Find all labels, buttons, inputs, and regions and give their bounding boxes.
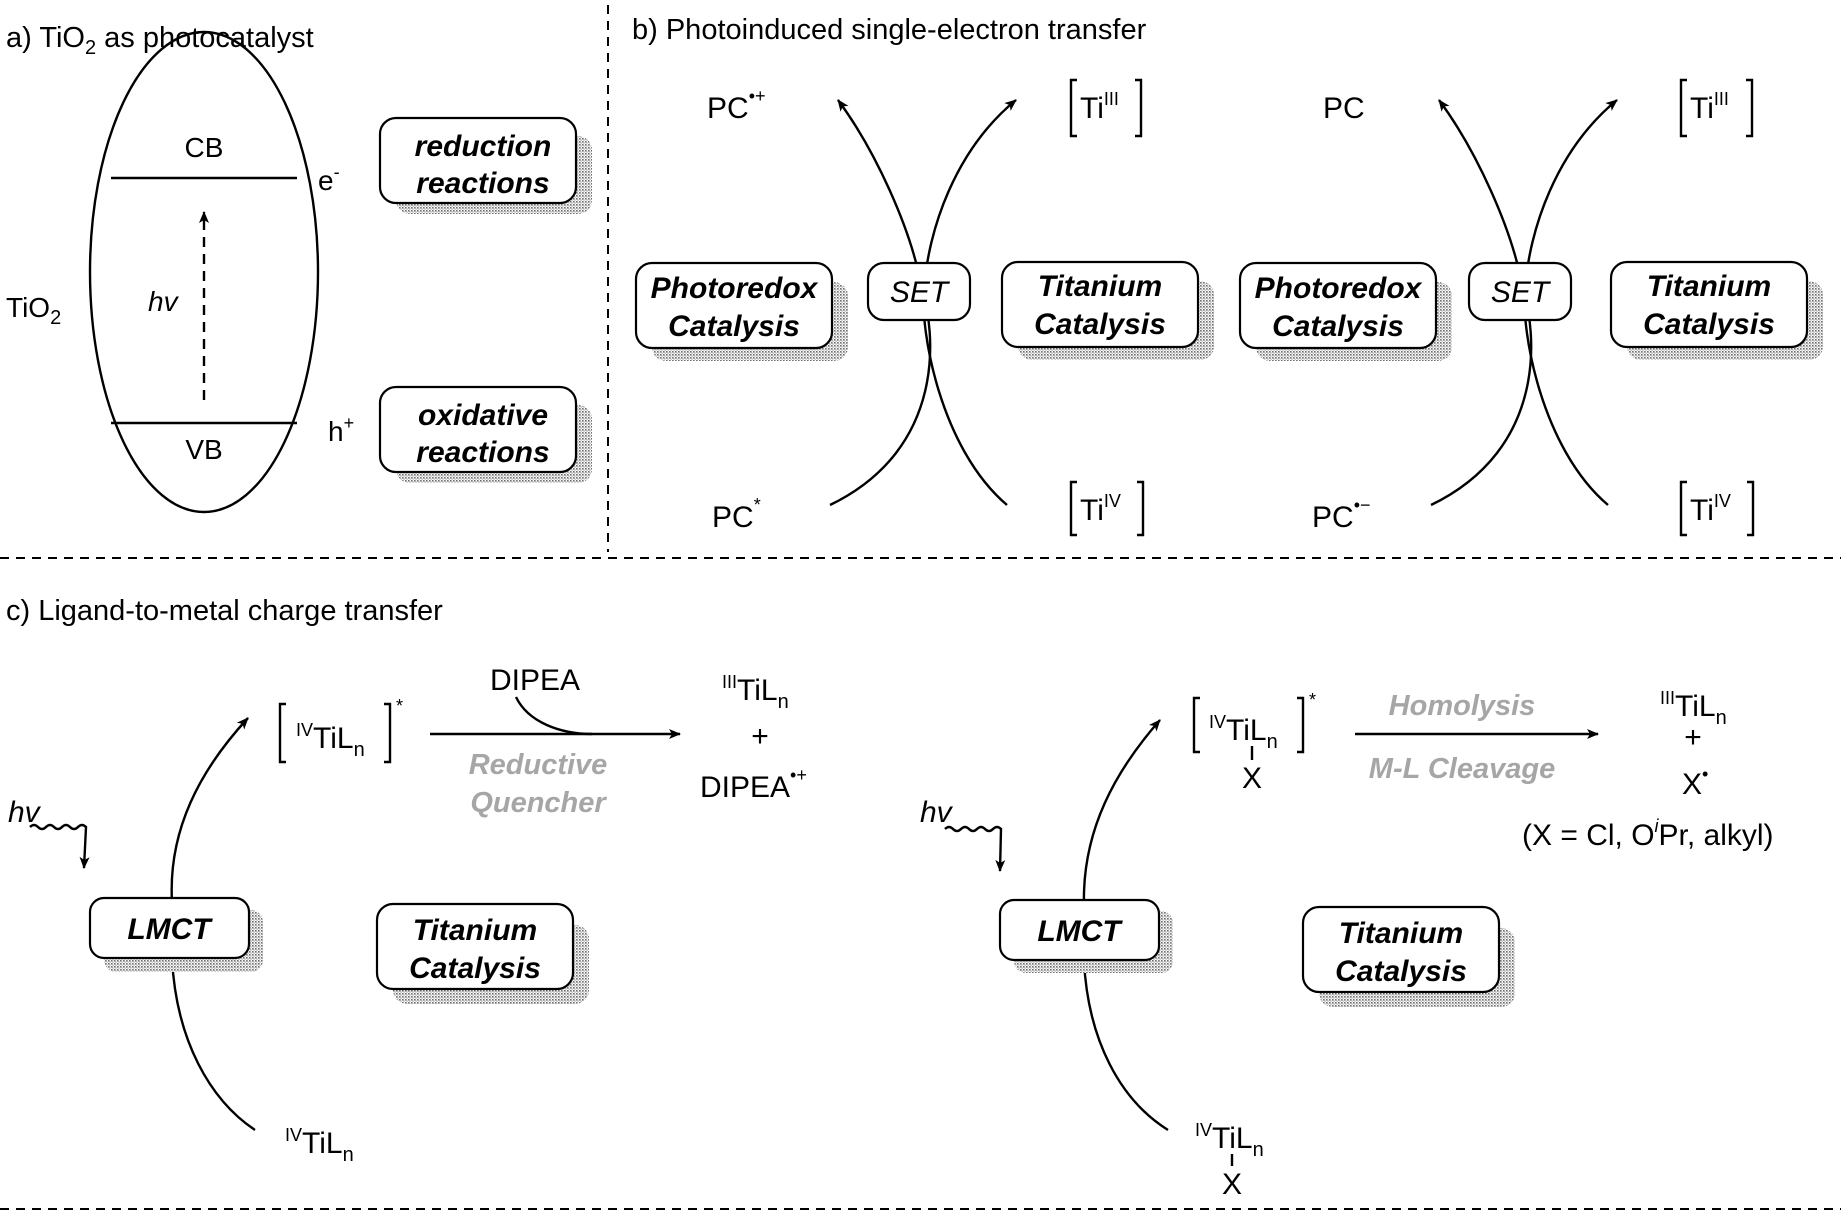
photoredox-catalysis-box: Photoredox Catalysis — [1238, 261, 1452, 361]
ground-state-arc — [1082, 960, 1169, 1132]
lmct-box: LMCT — [88, 896, 263, 972]
svg-text:LMCT: LMCT — [1037, 915, 1123, 948]
ground-state-arc — [170, 957, 256, 1131]
pc-radical-anion-label: PC•− — [1312, 495, 1371, 534]
excited-star: * — [1309, 690, 1316, 710]
svg-text:Photoredox: Photoredox — [1255, 272, 1423, 305]
electron-label: e- — [318, 162, 340, 196]
light-wave-arrow — [29, 823, 90, 869]
svg-text:Photoredox: Photoredox — [651, 272, 819, 305]
photoredox-catalysis-box: Photoredox Catalysis — [634, 261, 848, 361]
cb-label: CB — [185, 132, 224, 163]
ti-iv-label: TiIV — [1690, 491, 1731, 527]
svg-text:Catalysis: Catalysis — [668, 310, 800, 343]
reduction-reactions-box: reduction reactions — [378, 116, 592, 214]
lmct-box: LMCT — [998, 898, 1173, 973]
svg-text:reduction: reduction — [415, 130, 552, 163]
bracket-right — [384, 702, 392, 764]
svg-text:SET: SET — [890, 276, 951, 309]
bracket-right — [1297, 696, 1305, 754]
panel-c-title: c) Ligand-to-metal charge transfer — [6, 595, 443, 627]
dipea-curved-line — [514, 696, 593, 736]
dipea-label: DIPEA — [490, 664, 580, 697]
svg-text:Catalysis: Catalysis — [1335, 955, 1467, 988]
svg-text:Titanium: Titanium — [1647, 270, 1771, 303]
excited-complex-label: IVTiLn — [1209, 712, 1278, 753]
dipea-radical-cation-label: DIPEA•+ — [700, 765, 807, 804]
panel-a: a) TiO2 as photocatalyst CB VB hv TiO2 e… — [6, 22, 592, 514]
set-box: SET — [866, 261, 972, 322]
bracket-left — [1192, 696, 1200, 754]
pc-ground-label: PC — [1323, 92, 1365, 125]
panel-c-right-scheme: hv LMCT Titanium Catalysis IVTiLn * X — [920, 688, 1774, 1201]
excitation-arc — [170, 717, 249, 903]
set-box: SET — [1467, 261, 1573, 322]
svg-text:Catalysis: Catalysis — [1643, 308, 1775, 341]
bracket-right — [1137, 480, 1145, 537]
excited-x-label: X — [1242, 762, 1262, 795]
titanium-catalysis-box: Titanium Catalysis — [375, 902, 589, 1004]
panel-a-title: a) TiO2 as photocatalyst — [6, 22, 314, 59]
tio2-label: TiO2 — [6, 292, 61, 329]
x-definition-note: (X = Cl, OiPr, alkyl) — [1522, 816, 1774, 852]
svg-text:Catalysis: Catalysis — [1272, 310, 1404, 343]
excited-star: * — [396, 696, 403, 716]
hv-label: hv — [8, 796, 42, 829]
svg-text:Titanium: Titanium — [1339, 917, 1463, 950]
ti-iii-product-label: IIITiLn — [722, 672, 789, 713]
panel-c: c) Ligand-to-metal charge transfer hv LM… — [6, 595, 1774, 1201]
pc-excited-label: PC* — [712, 495, 761, 534]
svg-text:Catalysis: Catalysis — [1034, 308, 1166, 341]
bracket-right — [1135, 78, 1143, 138]
svg-text:reactions: reactions — [416, 167, 549, 200]
vb-label: VB — [185, 434, 222, 465]
panel-c-left-scheme: hv LMCT Titanium Catalysis IVTiLn * DIPE… — [8, 664, 807, 1166]
bracket-left — [278, 702, 286, 764]
x-radical-label: X• — [1682, 764, 1708, 801]
panel-b: b) Photoinduced single-electron transfer… — [632, 14, 1823, 537]
ti-iii-label: TiIII — [1080, 89, 1119, 125]
titanium-catalysis-box: Titanium Catalysis — [1000, 260, 1214, 360]
bracket-left — [1679, 480, 1687, 537]
hv-label: hv — [148, 286, 180, 317]
homolysis-label: Homolysis — [1389, 690, 1536, 722]
svg-text:oxidative: oxidative — [418, 399, 548, 432]
quencher-label: Quencher — [470, 787, 607, 819]
cleavage-label: M-L Cleavage — [1369, 753, 1555, 785]
svg-text:SET: SET — [1491, 276, 1552, 309]
svg-text:Titanium: Titanium — [413, 914, 537, 947]
ti-iii-label: TiIII — [1690, 89, 1729, 125]
bracket-left — [1679, 78, 1687, 138]
pc-radical-cation-label: PC•+ — [707, 86, 766, 125]
titanium-catalysis-box: Titanium Catalysis — [1609, 260, 1823, 360]
reductive-label: Reductive — [469, 749, 608, 781]
hv-label: hv — [920, 796, 954, 829]
ti-iii-product-label: IIITiLn — [1660, 688, 1727, 729]
svg-text:Catalysis: Catalysis — [409, 952, 541, 985]
svg-text:reactions: reactions — [416, 436, 549, 469]
svg-text:LMCT: LMCT — [127, 913, 213, 946]
excitation-arc — [1082, 719, 1161, 906]
hole-label: h+ — [328, 413, 354, 447]
light-wave-arrow — [944, 825, 1006, 872]
bracket-right — [1746, 78, 1754, 138]
panel-b-left-cycle: PC•+ PC* TiIII TiIV Photoredox Catalysis… — [634, 78, 1214, 537]
oxidative-reactions-box: oxidative reactions — [378, 385, 592, 483]
ground-complex-label: IVTiLn — [1195, 1120, 1264, 1161]
band-ellipse — [88, 30, 320, 514]
bracket-left — [1069, 480, 1077, 537]
svg-text:Titanium: Titanium — [1038, 270, 1162, 303]
bracket-left — [1069, 78, 1077, 138]
plus-sign: + — [1684, 721, 1702, 754]
panel-b-right-cycle: PC PC•− TiIII TiIV Photoredox Catalysis … — [1238, 78, 1823, 537]
ground-x-label: X — [1222, 1168, 1242, 1201]
titanium-catalysis-box: Titanium Catalysis — [1301, 905, 1515, 1007]
excited-complex-label: IVTiLn — [296, 720, 365, 761]
ti-iv-label: TiIV — [1080, 491, 1121, 527]
plus-sign: + — [751, 720, 769, 753]
ground-complex-label: IVTiLn — [285, 1125, 354, 1166]
bracket-right — [1747, 480, 1755, 537]
panel-b-title: b) Photoinduced single-electron transfer — [632, 14, 1147, 46]
